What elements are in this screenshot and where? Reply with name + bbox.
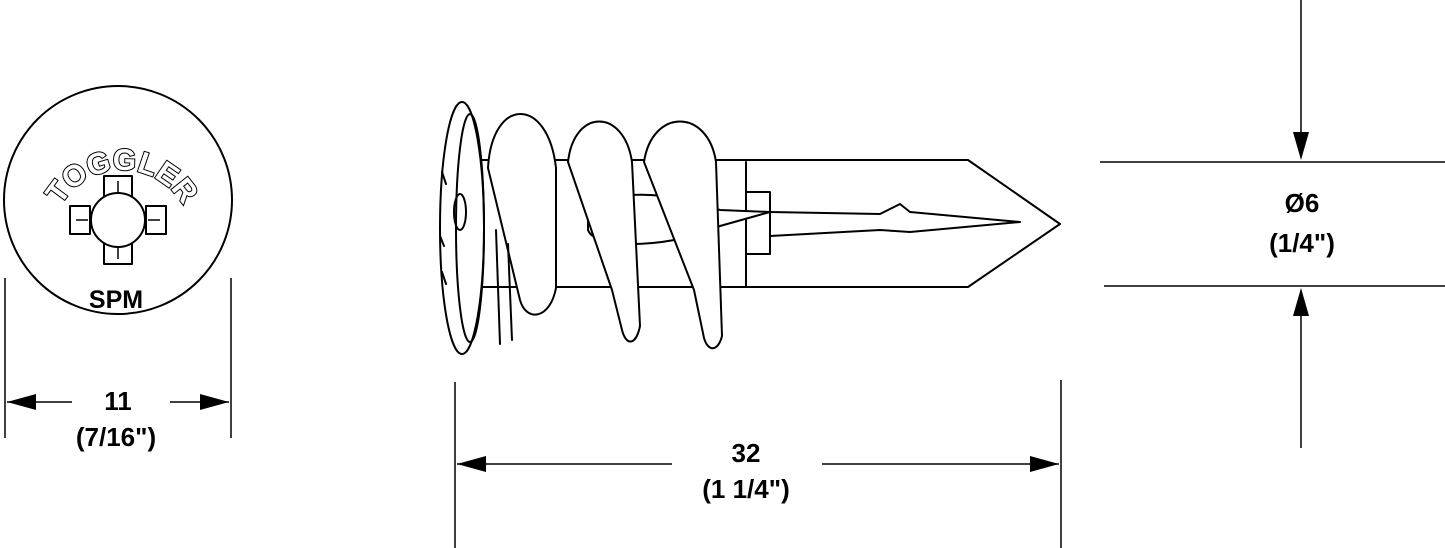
length-metric-label: 32 [732, 438, 761, 468]
model-text: SPM [89, 286, 143, 314]
width-metric-label: 11 [104, 386, 132, 416]
head-view: TOGGLER SPM 11 (7/16") [3, 85, 233, 452]
diameter-metric-label: Ø6 [1285, 188, 1320, 218]
length-imperial-label: (1 1/4") [702, 474, 789, 504]
width-imperial-label: (7/16") [76, 422, 156, 452]
side-view: 32 (1 1/4") Ø6 (1/4") [439, 0, 1445, 548]
diameter-imperial-label: (1/4") [1269, 228, 1335, 258]
diameter-dimension [1100, 0, 1445, 448]
anchor-threads [487, 113, 723, 350]
width-dimension [4, 278, 232, 438]
drive-recess-icon [69, 175, 167, 265]
length-dimension [454, 380, 1062, 548]
